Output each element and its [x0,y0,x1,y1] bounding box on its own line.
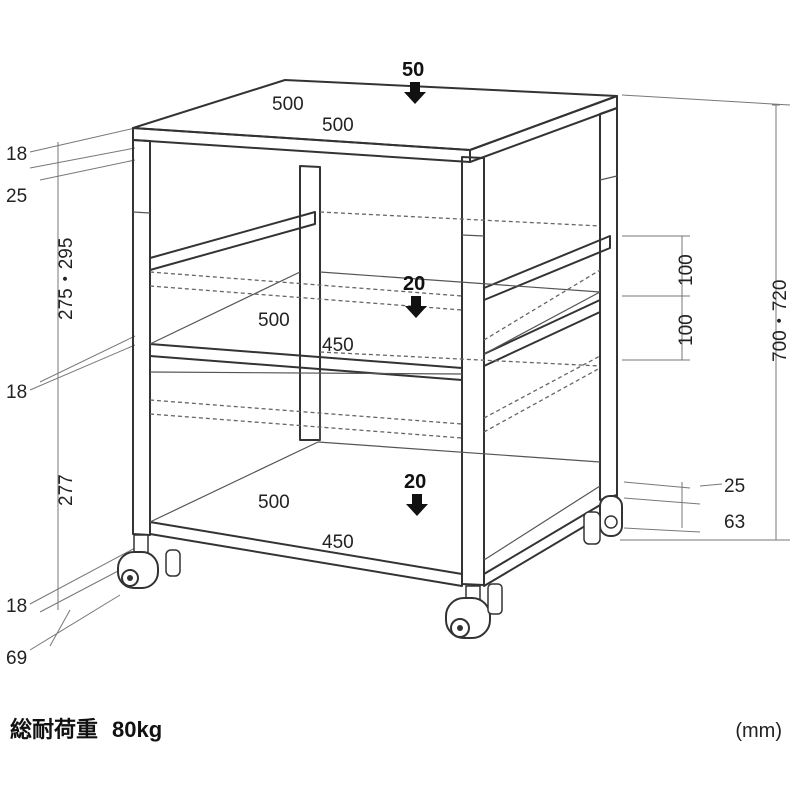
lower-dashed-positions [149,351,601,439]
mid-depth-label: 500 [258,310,290,331]
load-capacity-value: 80kg [112,717,163,742]
unit-label: (mm) [735,720,782,742]
left-dim-middle-shelf: 18 [6,382,27,403]
top-board [132,79,618,163]
left-dim-lower-space: 277 [56,474,77,506]
frame-posts [132,107,618,586]
right-dim-caster-lower: 63 [724,512,745,533]
load-label-middle: 20 [403,273,425,295]
caster-back-right [583,495,623,545]
caster-back-left [165,549,181,577]
left-dim-bottom-shelf: 18 [6,596,27,617]
load-arrow-top [404,82,426,104]
load-arrow-middle [405,296,427,318]
load-label-top: 50 [402,59,424,81]
right-dim-total-height: 700・720 [770,280,791,362]
top-depth-label: 500 [272,94,304,115]
right-dim-caster-upper: 25 [724,476,745,497]
top-width-label: 500 [322,115,354,136]
load-capacity-caption: 総耐荷重 80kg [10,712,162,744]
bottom-width-label: 450 [322,532,354,553]
left-dim-upper-space: 275・295 [56,238,77,320]
left-guide-lines [29,127,136,651]
upper-rails [149,211,611,301]
right-dim-shelf-lower: 100 [676,314,697,346]
bottom-shelf [149,441,618,587]
left-dim-top-gap: 25 [6,186,27,207]
caster-front-left [117,534,159,589]
mid-rails [149,371,463,440]
caster-front-right [445,583,503,639]
load-arrow-bottom [406,494,428,516]
left-dim-caster: 69 [6,648,27,669]
load-capacity-label: 総耐荷重 [10,717,99,742]
middle-shelf [149,211,601,381]
left-dim-top-board: 18 [6,144,27,165]
right-dim-shelf-upper: 100 [676,254,697,286]
mid-width-label: 450 [322,335,354,356]
bottom-depth-label: 500 [258,492,290,513]
load-label-bottom: 20 [404,471,426,493]
right-guide-lines [620,94,791,541]
